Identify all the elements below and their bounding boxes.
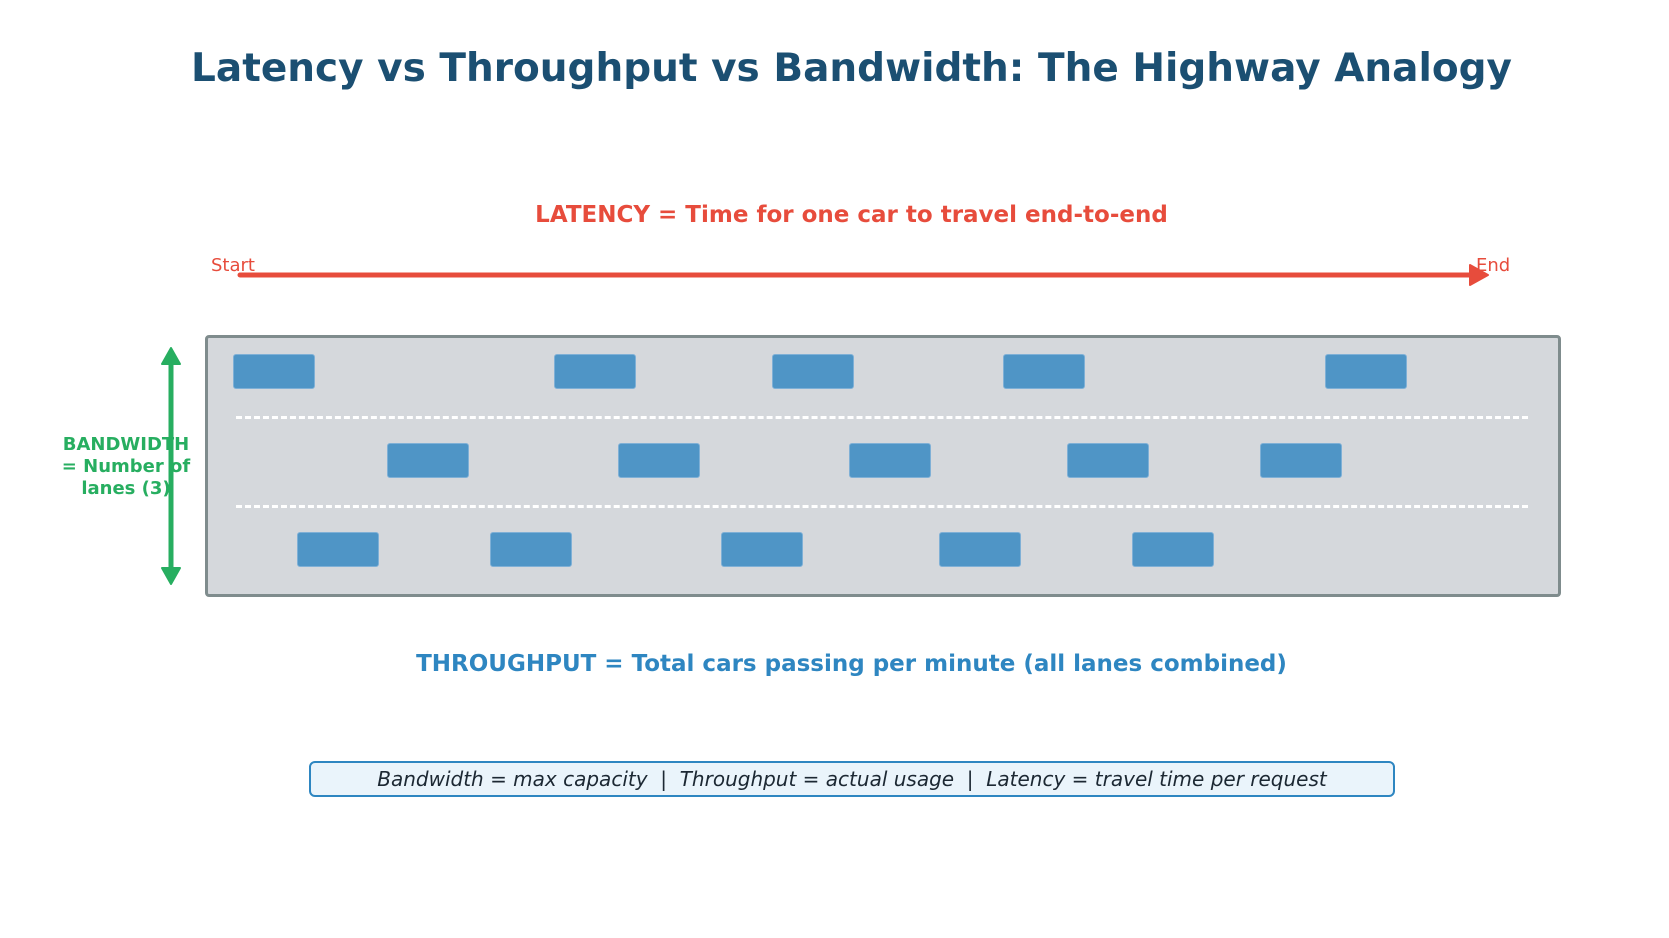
car-lane2-5 — [1260, 443, 1342, 478]
lane-divider-2 — [236, 505, 1528, 508]
car-lane1-2 — [554, 354, 636, 389]
lane-divider-1 — [236, 416, 1528, 419]
bandwidth-label-line2: = Number of — [61, 456, 191, 477]
car-lane2-1 — [387, 443, 469, 478]
highway-road — [205, 335, 1561, 597]
summary-text: Bandwidth = max capacity | Throughput = … — [377, 767, 1327, 791]
car-lane3-2 — [490, 532, 572, 567]
page-title: Latency vs Throughput vs Bandwidth: The … — [191, 46, 1512, 91]
summary-box: Bandwidth = max capacity | Throughput = … — [309, 761, 1395, 797]
bandwidth-label-line3: lanes (3) — [81, 478, 171, 499]
car-lane1-3 — [772, 354, 854, 389]
car-lane2-3 — [849, 443, 931, 478]
bandwidth-label-line1: BANDWIDTH — [62, 434, 190, 455]
car-lane2-4 — [1067, 443, 1149, 478]
latency-start-label: Start — [211, 255, 255, 276]
car-lane3-4 — [939, 532, 1021, 567]
car-lane2-2 — [618, 443, 700, 478]
latency-label: LATENCY = Time for one car to travel end… — [535, 202, 1168, 228]
bandwidth-label: BANDWIDTH = Number of lanes (3) — [40, 434, 212, 500]
car-lane3-3 — [721, 532, 803, 567]
throughput-label: THROUGHPUT = Total cars passing per minu… — [416, 651, 1287, 677]
car-lane3-1 — [297, 532, 379, 567]
bandwidth-arrow-icon — [161, 347, 181, 585]
car-lane1-5 — [1325, 354, 1407, 389]
car-lane3-5 — [1132, 532, 1214, 567]
car-lane1-1 — [233, 354, 315, 389]
car-lane1-4 — [1003, 354, 1085, 389]
latency-end-label: End — [1476, 255, 1511, 276]
latency-arrow-icon — [237, 264, 1489, 286]
